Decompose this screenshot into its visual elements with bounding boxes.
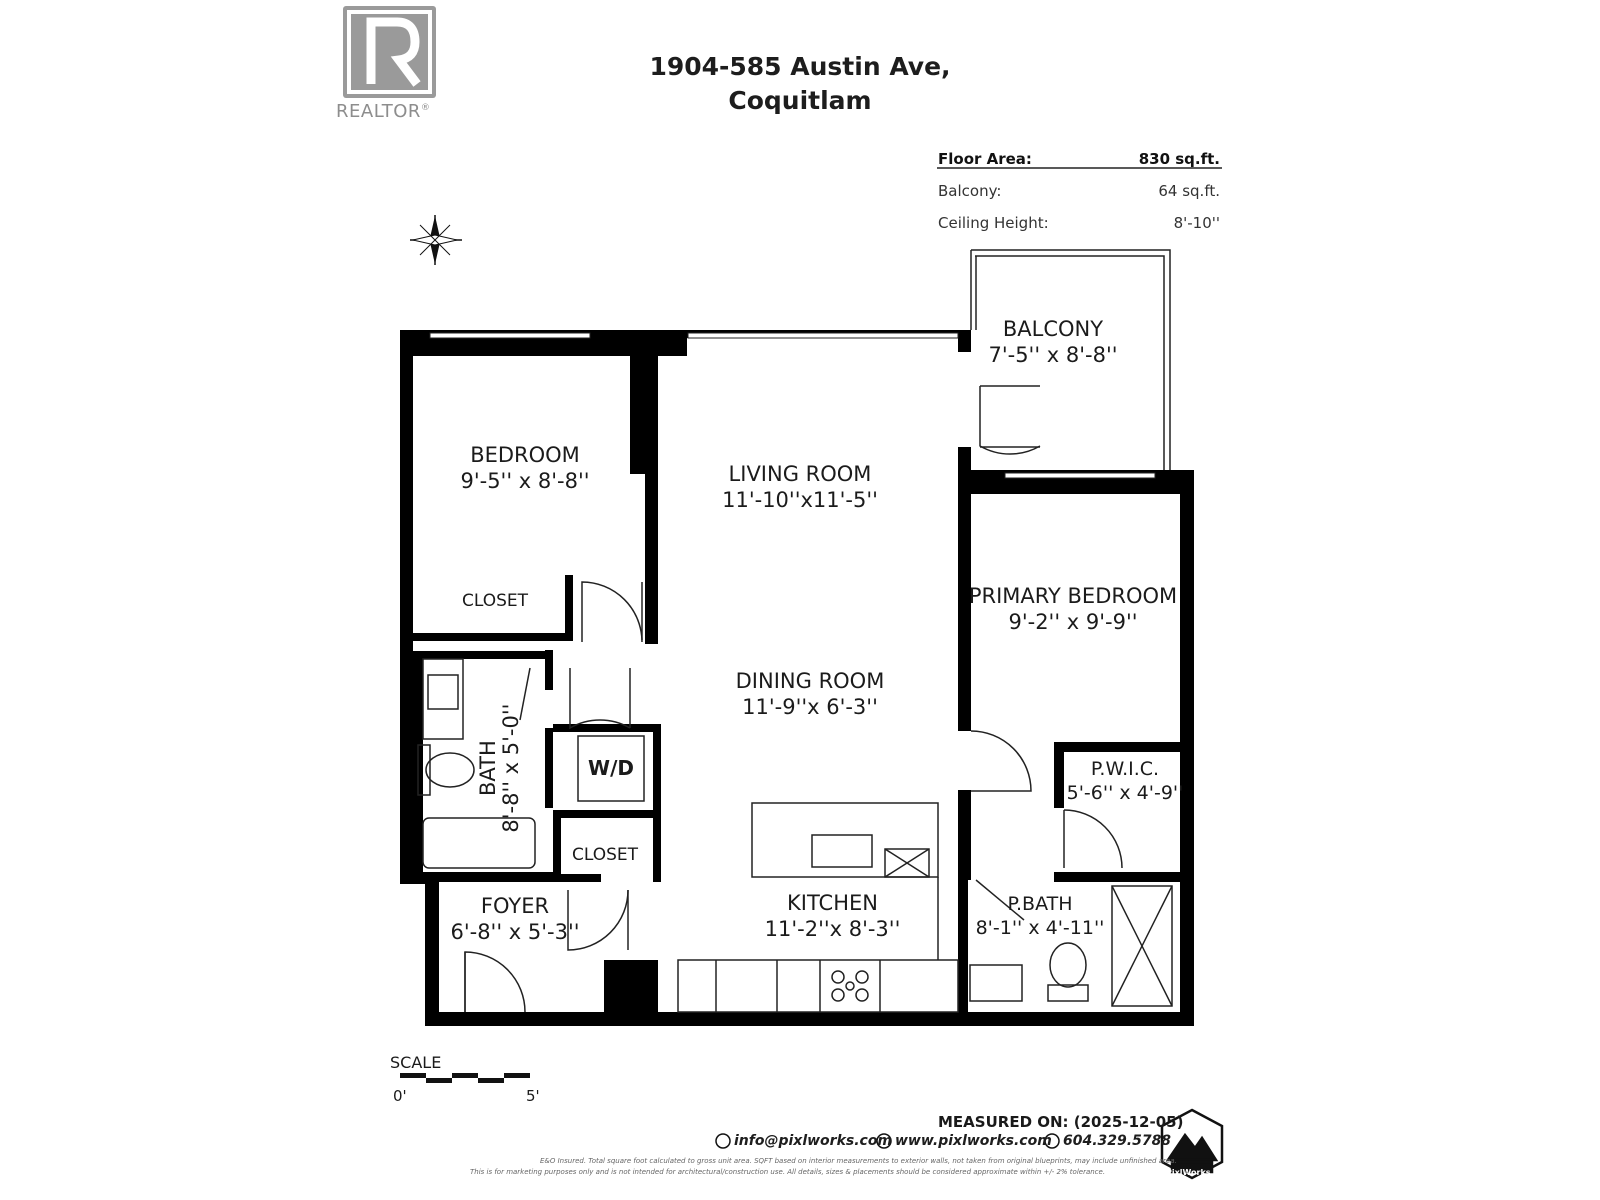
realtor-r-icon: [347, 10, 432, 94]
scale-bar: [400, 1073, 530, 1083]
ceiling-height-label: Ceiling Height:: [938, 214, 1049, 232]
website-link[interactable]: www.pixlworks.com: [895, 1133, 1052, 1149]
room-washer-dryer: W/D: [588, 756, 634, 780]
globe-icon: [876, 1133, 892, 1149]
compass-icon: [410, 215, 462, 265]
badge-text: PixlWorks: [1166, 1168, 1211, 1177]
floor-area-value: 830 sq.ft.: [1138, 150, 1220, 168]
balcony-area-label: Balcony:: [938, 182, 1002, 200]
realtor-logo: [343, 6, 436, 98]
email-icon: [715, 1133, 731, 1149]
measured-on: MEASURED ON: (2025-12-05): [938, 1113, 1184, 1131]
disclaimer-line-2: This is for marketing purposes only and …: [470, 1168, 1106, 1176]
phone-icon: [1044, 1133, 1060, 1149]
room-closet-hall: CLOSET: [571, 845, 639, 865]
scale-end: 5': [526, 1087, 540, 1105]
address-line-2: Coquitlam: [728, 86, 872, 115]
scale-label: SCALE: [390, 1053, 442, 1072]
scale-start: 0': [393, 1087, 407, 1105]
room-pwic: P.W.I.C.5'-6'' x 4'-9'': [1066, 758, 1184, 804]
ceiling-height-value: 8'-10'': [1173, 214, 1220, 232]
email-link[interactable]: info@pixlworks.com: [734, 1133, 893, 1149]
room-closet-bedroom: CLOSET: [461, 591, 529, 611]
balcony-area-value: 64 sq.ft.: [1158, 182, 1220, 200]
address-line-1: 1904-585 Austin Ave,: [649, 52, 951, 81]
floor-area-label: Floor Area:: [938, 150, 1032, 168]
pixlworks-badge-icon: [1160, 1108, 1224, 1180]
disclaimer-line-1: E&O Insured. Total square foot calculate…: [540, 1157, 1177, 1165]
realtor-wordmark: REALTOR®: [336, 101, 431, 122]
phone-number: 604.329.5788: [1063, 1133, 1172, 1149]
